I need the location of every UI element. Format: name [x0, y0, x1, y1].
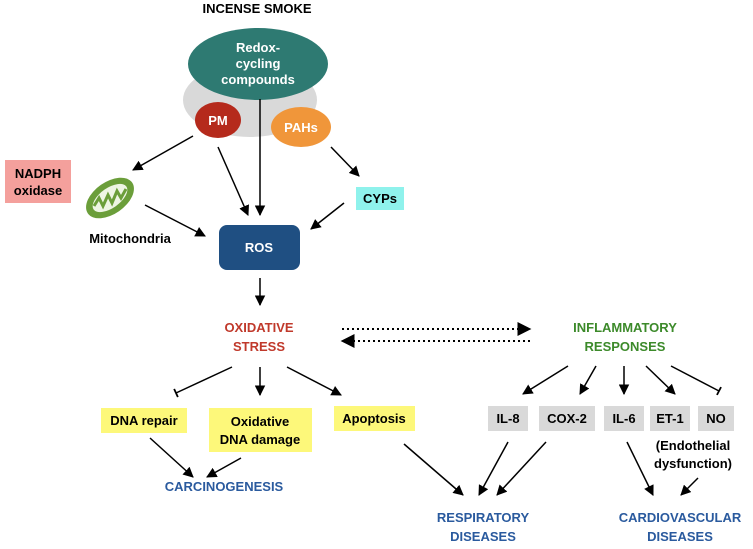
carcinogenesis-label: CARCINOGENESIS	[165, 479, 284, 494]
nadph-label-2: oxidase	[14, 183, 62, 198]
arrow-endothelial-to-cardiovascular	[680, 477, 699, 496]
no-box	[698, 406, 734, 431]
pahs-ellipse	[271, 107, 331, 147]
redox-compounds-ellipse	[188, 28, 328, 100]
arrow-pm-to-ros	[217, 146, 249, 216]
et1-box	[650, 406, 690, 431]
ros-box	[219, 225, 300, 270]
dna-repair-box	[101, 408, 187, 433]
inhibit-inflammatory-to-no	[670, 365, 722, 396]
arrow-dna-damage-to-carcinogenesis	[206, 457, 242, 478]
arrow-inflammatory-to-il8	[522, 365, 569, 395]
dna-repair-label: DNA repair	[110, 413, 177, 428]
arrow-inflammatory-to-cox2	[579, 365, 597, 395]
cyps-box	[356, 187, 404, 210]
redox-label-2: cycling	[236, 56, 281, 71]
oxidative-stress-label-1: OXIDATIVE	[224, 320, 293, 335]
pm-ellipse	[195, 102, 241, 138]
arrows-group	[132, 99, 722, 496]
arrow-il6-to-cardiovascular	[626, 441, 654, 496]
mitochondria-icon	[86, 177, 134, 219]
arrow-inflammatory-to-et1	[645, 365, 676, 395]
arrow-cox2-to-respiratory	[496, 441, 547, 496]
endothelial-label-2: dysfunction)	[654, 456, 732, 471]
inflammatory-label-2: RESPONSES	[585, 339, 666, 354]
cardiovascular-label-1: CARDIOVASCULAR	[619, 510, 742, 525]
redox-label-1: Redox-	[236, 40, 280, 55]
il8-label: IL-8	[496, 411, 519, 426]
cox2-box	[539, 406, 595, 431]
dna-damage-label-1: Oxidative	[231, 414, 290, 429]
dna-damage-label-2: DNA damage	[220, 432, 300, 447]
ros-label: ROS	[245, 240, 274, 255]
respiratory-label-1: RESPIRATORY	[437, 510, 530, 525]
arrow-mitochondria-to-ros	[144, 204, 206, 237]
no-label: NO	[706, 411, 726, 426]
arrow-stress-to-apoptosis	[286, 366, 342, 396]
dna-damage-box	[209, 408, 312, 452]
cyps-label: CYPs	[363, 191, 397, 206]
oxidative-stress-label-2: STRESS	[233, 339, 285, 354]
cox2-label: COX-2	[547, 411, 587, 426]
arrow-cyps-to-ros	[310, 202, 345, 230]
redox-label-3: compounds	[221, 72, 295, 87]
arrow-il8-to-respiratory	[478, 441, 509, 496]
mitochondria-label: Mitochondria	[89, 231, 171, 246]
endothelial-label-1: (Endothelial	[656, 438, 730, 453]
pahs-label: PAHs	[284, 120, 318, 135]
il8-box	[488, 406, 528, 431]
inflammatory-label-1: INFLAMMATORY	[573, 320, 677, 335]
apoptosis-label: Apoptosis	[342, 411, 406, 426]
respiratory-label-2: DISEASES	[450, 529, 516, 544]
pm-label: PM	[208, 113, 228, 128]
diagram-title: INCENSE SMOKE	[202, 1, 311, 16]
et1-label: ET-1	[656, 411, 683, 426]
nadph-label-1: NADPH	[15, 166, 61, 181]
arrow-dna-repair-to-carcinogenesis	[149, 437, 194, 478]
cardiovascular-label-2: DISEASES	[647, 529, 713, 544]
inhibit-stress-to-dna-repair	[173, 366, 233, 398]
arrow-pm-to-mitochondria	[132, 135, 194, 171]
apoptosis-box	[334, 406, 415, 431]
il6-label: IL-6	[612, 411, 635, 426]
il6-box	[604, 406, 644, 431]
arrow-pahs-to-cyps	[330, 146, 360, 177]
nadph-oxidase-box	[5, 160, 71, 203]
arrow-apoptosis-to-respiratory	[403, 443, 464, 496]
